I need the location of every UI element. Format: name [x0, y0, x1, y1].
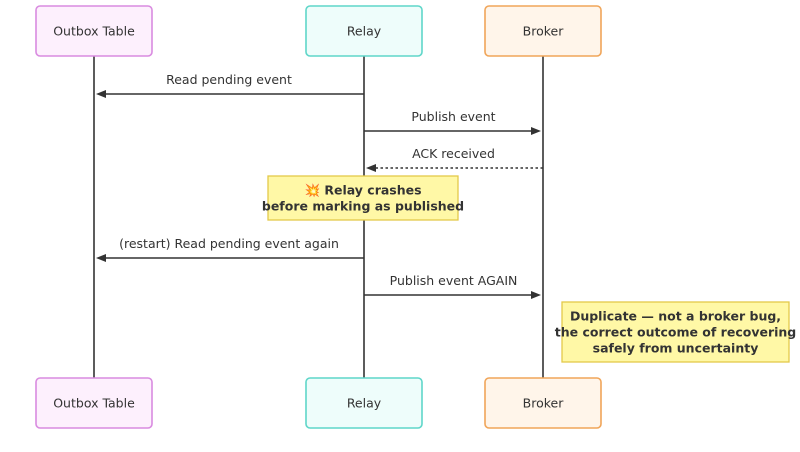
arrow-head-icon	[96, 254, 106, 262]
note-box	[267, 175, 459, 221]
arrow-head-icon	[531, 127, 541, 135]
actor-box	[35, 5, 153, 57]
note-line: before marking as published	[262, 199, 464, 214]
actor-label: Outbox Table	[53, 24, 135, 39]
actor-box	[484, 377, 602, 429]
actor-top-outbox: Outbox Table	[35, 5, 153, 57]
actor-top-broker: Broker	[484, 5, 602, 57]
actor-box	[305, 377, 423, 429]
arrow-head-icon	[531, 291, 541, 299]
message-label: Publish event	[411, 109, 495, 124]
actor-label: Broker	[523, 24, 565, 39]
note-line: safely from uncertainty	[593, 341, 759, 356]
message-label: Read pending event	[166, 72, 292, 87]
message-label: ACK received	[412, 146, 495, 161]
actor-bottom-relay: Relay	[305, 377, 423, 429]
actor-top-relay: Relay	[305, 5, 423, 57]
actor-label: Relay	[347, 24, 382, 39]
actor-bottom-broker: Broker	[484, 377, 602, 429]
actor-box	[305, 5, 423, 57]
actor-label: Outbox Table	[53, 396, 135, 411]
note-line: Duplicate — not a broker bug,	[570, 309, 781, 324]
message-restart-read-pending-event-again: (restart) Read pending event again	[96, 236, 364, 262]
message-publish-event: Publish event	[364, 109, 541, 135]
message-read-pending-event: Read pending event	[96, 72, 364, 98]
arrow-head-icon	[366, 164, 376, 172]
actor-label: Relay	[347, 396, 382, 411]
note-box	[561, 301, 790, 363]
message-label: (restart) Read pending event again	[119, 236, 339, 251]
actor-box	[484, 5, 602, 57]
note-line: 💥 Relay crashes	[304, 183, 421, 199]
note-2: Duplicate — not a broker bug,the correct…	[555, 301, 797, 363]
message-ack-received: ACK received	[366, 146, 543, 172]
message-publish-event-again: Publish event AGAIN	[364, 273, 541, 299]
arrow-head-icon	[96, 90, 106, 98]
actor-box	[35, 377, 153, 429]
message-label: Publish event AGAIN	[390, 273, 518, 288]
actor-bottom-outbox: Outbox Table	[35, 377, 153, 429]
actor-label: Broker	[523, 396, 565, 411]
note-line: the correct outcome of recovering	[555, 325, 797, 340]
